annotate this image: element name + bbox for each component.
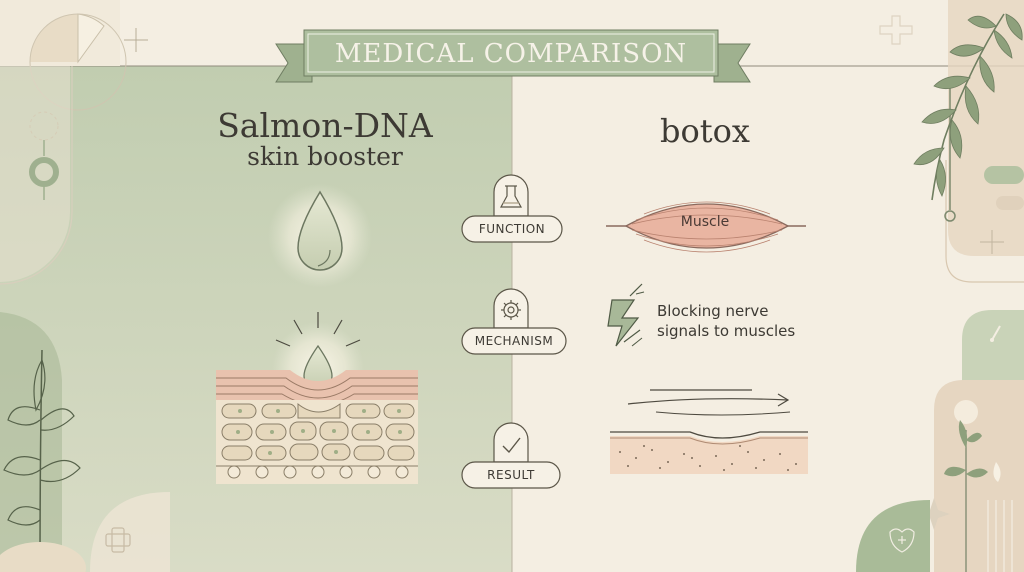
willow-branch [913, 13, 1023, 201]
left-treatment-title: Salmon-DNA [217, 106, 433, 145]
result-label: RESULT [487, 468, 535, 482]
mechanism-label: MECHANISM [474, 334, 554, 348]
lightning-block-icon [607, 283, 645, 347]
skin-cross-section-left [216, 312, 418, 484]
checkmark-icon [502, 437, 521, 454]
function-row-marker [461, 174, 563, 243]
botox-mechanism-line-1: Blocking nerve [657, 302, 769, 320]
right-top-decoration [879, 0, 1024, 283]
mechanism-row-marker [461, 288, 567, 355]
banner-title: MEDICAL COMPARISON [334, 39, 688, 69]
stethoscope-heart-icon [889, 528, 915, 553]
result-row-marker [461, 422, 561, 489]
left-bottom-plant [0, 312, 170, 572]
serum-droplet-icon [268, 184, 372, 288]
flask-icon [499, 185, 523, 208]
right-treatment-title: botox [660, 112, 750, 150]
left-treatment-subtitle: skin booster [247, 142, 403, 171]
right-bottom-decoration [856, 310, 1024, 572]
title-banner [275, 29, 751, 83]
muscle-illustration [606, 201, 806, 253]
botox-mechanism-line-2: signals to muscles [657, 322, 796, 340]
skin-cross-section-right [610, 389, 808, 474]
function-label: FUNCTION [478, 222, 546, 236]
botox-mechanism-text: Blocking nerve signals to muscles [657, 301, 857, 341]
gear-icon [501, 300, 521, 320]
muscle-label: Muscle [680, 214, 730, 230]
left-top-decoration [0, 0, 148, 285]
